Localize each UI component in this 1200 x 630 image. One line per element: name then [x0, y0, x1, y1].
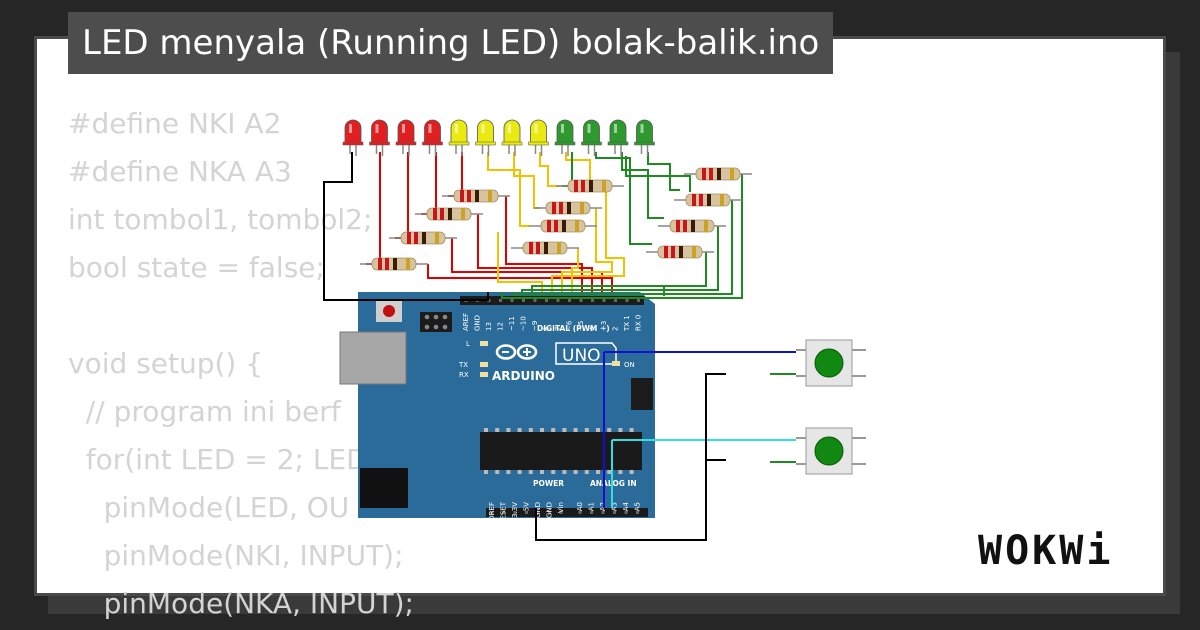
model-label: UNO [562, 346, 601, 366]
digital-label: DIGITAL (PWM ~) [537, 324, 610, 333]
brand-label: ARDUINO [492, 369, 555, 383]
resistor [442, 189, 510, 203]
code-line: // program ini berf [68, 395, 341, 428]
yellow-led [501, 119, 523, 156]
rx-led-label: RX [459, 371, 469, 379]
pin-label: A5 [634, 502, 642, 511]
resistor [674, 193, 742, 207]
icsp-header-2 [631, 378, 653, 410]
pin-label: 12 [497, 322, 505, 331]
code-line: void setup() { [68, 347, 264, 380]
button-wires [535, 351, 796, 541]
pin-label: 7 [554, 327, 562, 331]
usb-port [339, 331, 407, 385]
pin-label: Vin [557, 502, 565, 513]
resistor [529, 219, 597, 233]
pin-label: ~9 [531, 321, 539, 331]
pin-label: TX 1 [623, 315, 631, 332]
pin-label: 2 [612, 327, 620, 331]
pin-label: GND [534, 502, 542, 518]
yellow-led [448, 119, 470, 156]
code-line: #define NKI A2 [68, 107, 282, 140]
pin-label: 5V [523, 502, 531, 511]
power-label: POWER [533, 479, 564, 488]
pushbutton-1[interactable] [796, 339, 866, 387]
resistor [389, 231, 457, 245]
tx-led [480, 362, 488, 367]
led-strip [342, 119, 655, 156]
green-led [634, 119, 655, 156]
button-cap[interactable] [814, 436, 844, 466]
arduino-logo-icon [495, 344, 538, 360]
power-jack [360, 468, 408, 508]
resistor [556, 179, 624, 193]
pin-label: 8 [543, 327, 551, 331]
red-led [369, 119, 390, 156]
rx-led [480, 372, 488, 377]
code-line: bool state = false; [68, 251, 325, 284]
pin-label: ~6 [566, 320, 574, 331]
page-title: LED menyala (Running LED) bolak-balik.in… [68, 12, 834, 74]
on-led [612, 361, 620, 366]
analog-label: ANALOG IN [590, 479, 637, 488]
tx-led-label: TX [458, 361, 468, 369]
button-cap[interactable] [814, 348, 844, 378]
yellow-led [528, 119, 549, 156]
icsp-header [420, 312, 452, 332]
pin-label: A4 [622, 501, 630, 511]
code-line: #define NKA A3 [68, 155, 292, 188]
resistors [360, 167, 752, 271]
on-led-label: ON [624, 361, 635, 369]
resistor [511, 241, 579, 255]
pin-label: A3 [611, 502, 619, 511]
pin-label: GND [546, 502, 554, 518]
pin-label: 3.3V [511, 502, 519, 518]
green-led [581, 119, 602, 156]
pushbutton-2[interactable] [796, 427, 866, 475]
pin-label: RX 0 [635, 315, 643, 331]
pin-label: ~5 [577, 321, 585, 331]
code-line: pinMode(LED, OU [68, 491, 350, 524]
pin-label: IOREF [488, 502, 496, 523]
pin-label: A0 [576, 502, 584, 511]
pin-label: ~11 [508, 316, 516, 331]
code-line: pinMode(NKI, INPUT); [68, 539, 404, 572]
yellow-led [475, 119, 496, 156]
l-led-label: L [466, 340, 470, 348]
resistor [534, 201, 602, 215]
resistor [658, 219, 726, 233]
red-led [422, 119, 443, 156]
resistor [684, 167, 752, 181]
wokwi-logo: WOKWi [978, 528, 1114, 574]
pin-label: 4 [589, 326, 597, 331]
pin-label: GND [474, 315, 482, 331]
chip-pins [484, 428, 634, 474]
microcontroller-chip [480, 432, 642, 470]
red-led [342, 119, 364, 156]
resistor [646, 245, 714, 259]
pin-label: AREF [462, 313, 470, 331]
pin-label: A1 [588, 502, 596, 511]
resistor [415, 207, 483, 221]
code-line: pinMode(NKA, INPUT); [68, 587, 414, 620]
pin-label: ~3 [600, 321, 608, 331]
model-frame [555, 342, 617, 365]
code-line: int tombol1, tombol2; [68, 203, 373, 236]
pin-label: RESET [500, 501, 508, 524]
resistor [360, 257, 428, 271]
green-led [607, 119, 629, 156]
reset-button[interactable] [383, 305, 395, 317]
code-background: #define NKI A2 #define NKA A3 int tombol… [68, 100, 708, 628]
l-led [480, 341, 488, 346]
pin-label: ~10 [520, 316, 528, 331]
green-led [554, 119, 576, 156]
pin-label: 13 [485, 322, 493, 331]
red-led [395, 119, 417, 156]
